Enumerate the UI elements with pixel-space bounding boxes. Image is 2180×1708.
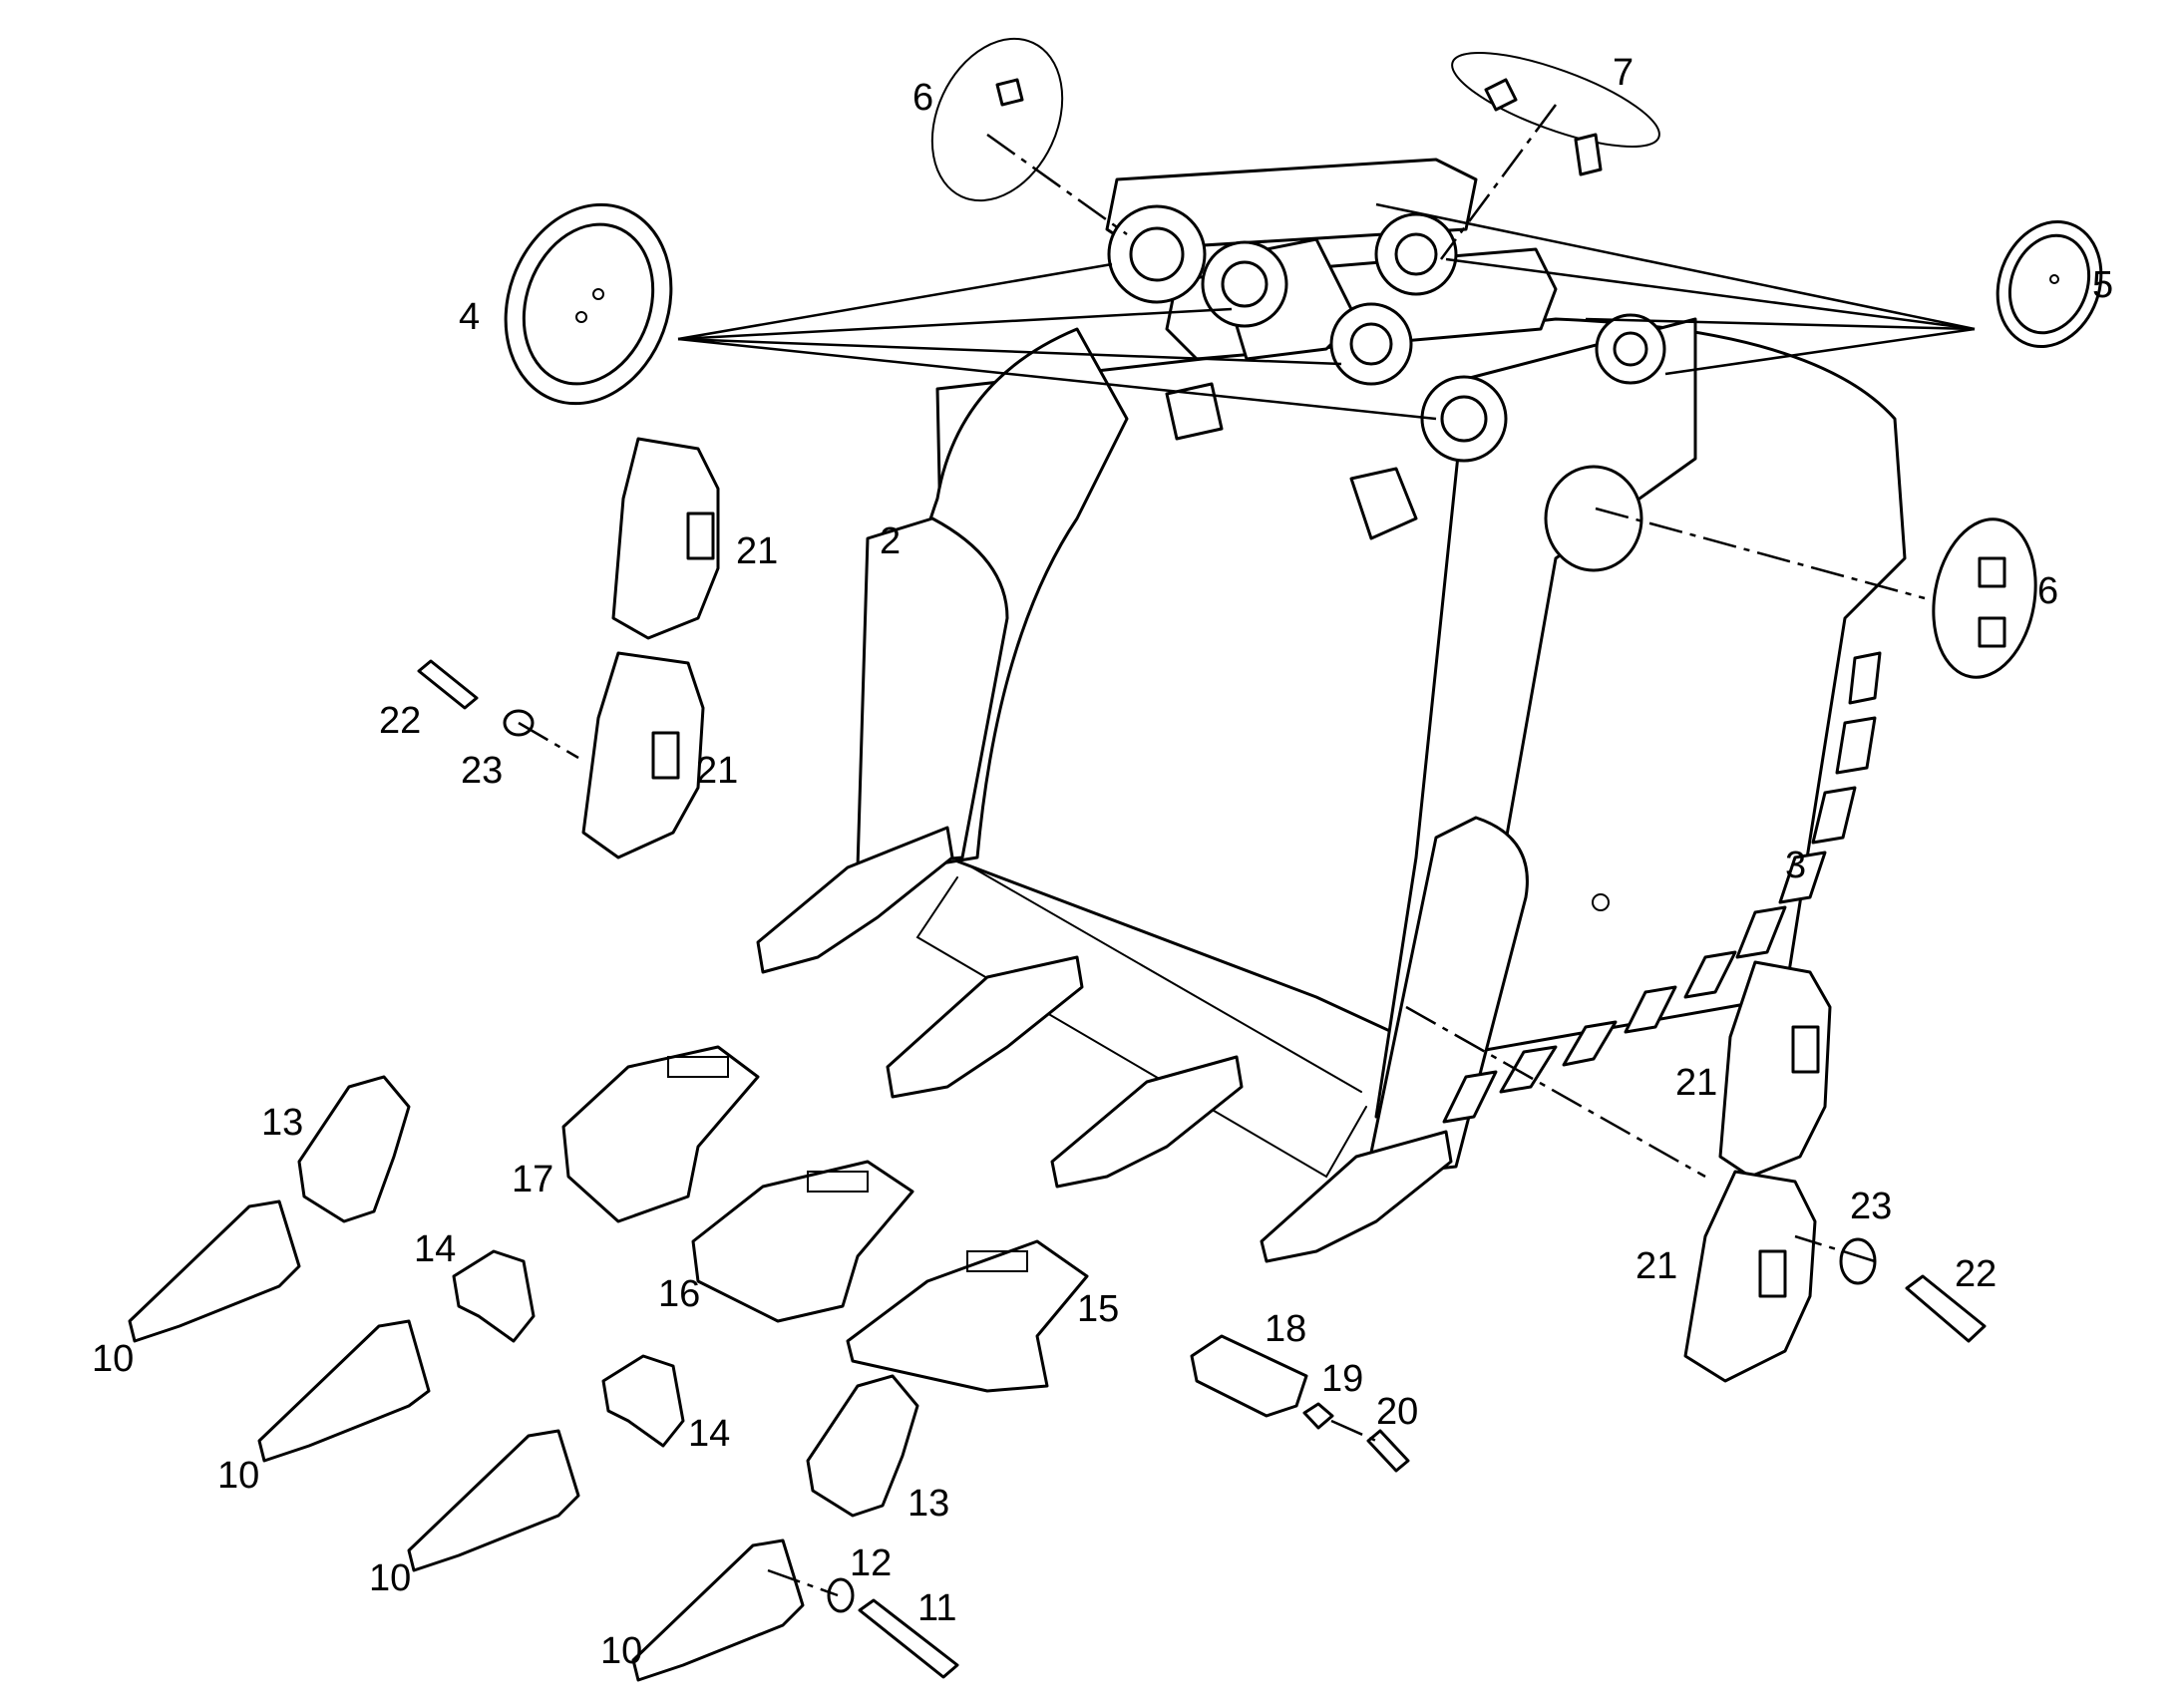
lip-segment-row: [1442, 651, 1882, 1124]
callout-11: 11: [917, 1587, 956, 1629]
bucket-tooth-10c: [407, 1429, 580, 1572]
callout-21: 21: [736, 530, 778, 572]
cover-clip-6-top: [930, 37, 1064, 202]
callout-2: 2: [880, 520, 901, 562]
washer-23-right: [1839, 1237, 1877, 1285]
lock-wedge-19: [1302, 1402, 1334, 1430]
callout-10: 10: [600, 1630, 642, 1672]
leader-lines: [518, 104, 1976, 1597]
mounted-teeth: [756, 826, 1453, 1263]
pivot-boss-icon: [1107, 204, 1666, 463]
tooth-adapter-13b: [806, 1374, 919, 1518]
retainer-12: [827, 1577, 855, 1613]
callout-labels: 4 5 6 6 7 2 3 21 21 21 21 22 22 23 23 13…: [92, 52, 2113, 1672]
callout-13: 13: [261, 1102, 303, 1144]
bucket-tooth-10b: [257, 1319, 431, 1463]
lock-body-18: [1190, 1334, 1308, 1418]
callout-10: 10: [217, 1455, 259, 1497]
callout-16: 16: [658, 1273, 700, 1315]
callout-10: 10: [92, 1338, 134, 1380]
excavator-bucket-icon: [856, 158, 1907, 1179]
callout-10: 10: [369, 1557, 411, 1599]
side-shroud-21-upper: [611, 437, 720, 640]
cover-disc-5: [1996, 219, 2103, 349]
lip-shroud-17: [561, 1045, 760, 1223]
bucket-tooth-10a: [128, 1199, 301, 1343]
callout-22: 22: [1955, 1253, 1997, 1295]
callout-7: 7: [1613, 52, 1634, 94]
callout-18: 18: [1265, 1308, 1306, 1350]
side-shroud-21-right-lower: [1683, 1170, 1817, 1383]
cover-disc-4: [504, 202, 673, 406]
callout-12: 12: [850, 1542, 892, 1584]
callout-23: 23: [461, 750, 503, 792]
cover-clip-7: [1451, 51, 1660, 176]
callout-21: 21: [696, 750, 738, 792]
callout-22: 22: [379, 700, 421, 742]
cover-disc-6-right: [1932, 517, 2037, 679]
callout-15: 15: [1077, 1288, 1119, 1330]
retaining-pin-22-right: [1905, 1274, 1987, 1343]
callout-4: 4: [459, 296, 480, 338]
callout-21: 21: [1675, 1062, 1717, 1104]
callout-17: 17: [512, 1159, 553, 1200]
callout-6: 6: [2037, 570, 2058, 612]
callout-5: 5: [2092, 264, 2113, 306]
callout-6: 6: [912, 77, 933, 119]
wear-cap-14a: [452, 1249, 536, 1343]
lip-shroud-16: [691, 1160, 914, 1323]
callout-3: 3: [1785, 845, 1806, 886]
callout-13: 13: [908, 1483, 949, 1525]
wear-cap-14b: [601, 1354, 685, 1448]
retaining-pin-11: [858, 1598, 959, 1679]
callout-21: 21: [1635, 1245, 1677, 1287]
bucket-tooth-10d: [631, 1538, 805, 1682]
lip-shroud-15: [846, 1239, 1089, 1393]
callout-20: 20: [1376, 1391, 1418, 1433]
side-shroud-21-right-upper: [1718, 960, 1832, 1179]
callout-14: 14: [414, 1228, 456, 1270]
callout-23: 23: [1850, 1186, 1892, 1227]
lock-bolt-20: [1366, 1429, 1410, 1473]
side-shroud-21-lower: [581, 651, 705, 859]
callout-19: 19: [1321, 1358, 1363, 1400]
retaining-pin-22-left: [417, 659, 479, 710]
callout-14: 14: [688, 1413, 730, 1455]
tooth-adapter-13a: [297, 1075, 411, 1223]
